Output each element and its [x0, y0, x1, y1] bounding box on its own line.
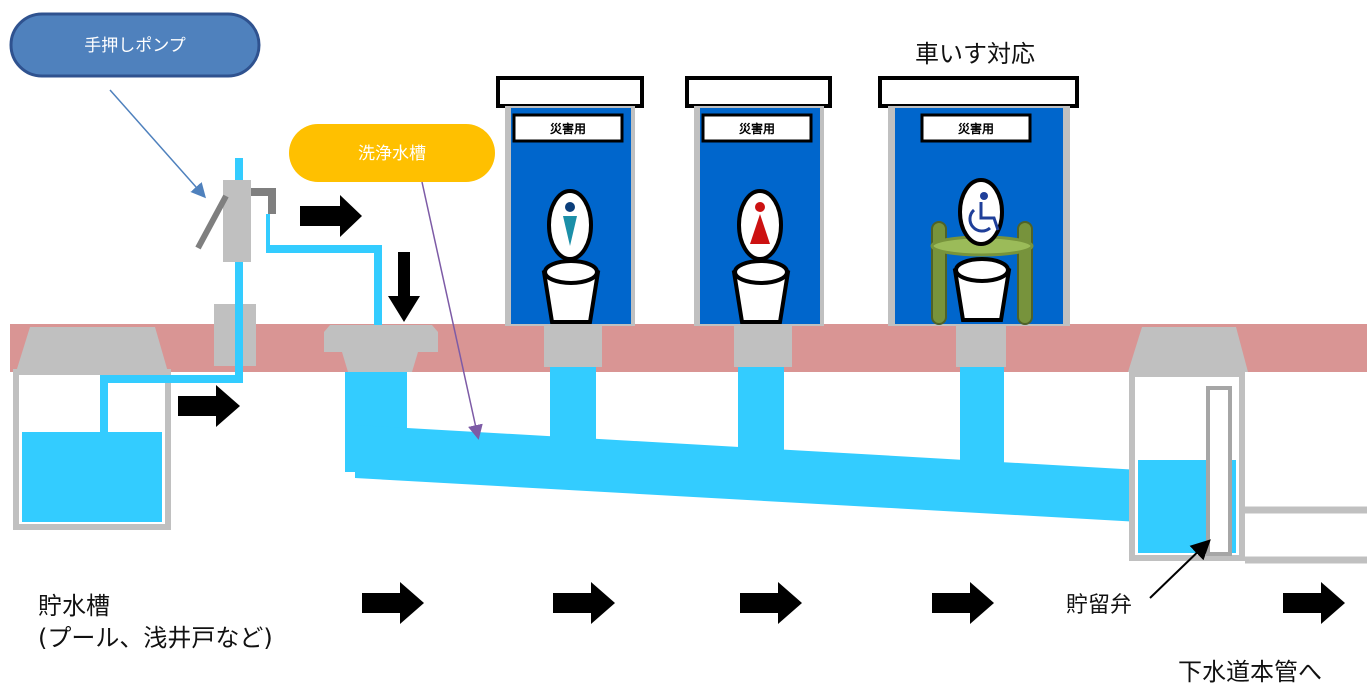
- storage-tank: [13, 327, 171, 530]
- arrow-right-icon: [740, 582, 802, 624]
- storage-tank-water: [22, 432, 162, 522]
- male-toilet-icon: [541, 189, 601, 324]
- arrow-right-icon: [362, 582, 424, 624]
- manhole: [1128, 327, 1367, 564]
- arrow-right-icon: [932, 582, 994, 624]
- booth-3-sign: 災害用: [958, 121, 994, 136]
- arrow-right-icon: [300, 195, 362, 237]
- arrow-down-icon: [388, 252, 420, 322]
- storage-tank-label-2: (プール、浅井戸など): [38, 624, 273, 652]
- hand-pump: [195, 180, 382, 325]
- storage-tank-label-1: 貯水槽: [38, 592, 110, 620]
- flush-tank-callout: 洗浄水槽: [289, 124, 495, 440]
- storage-valve-plate: [1206, 386, 1232, 556]
- drain-pipe: [355, 325, 1140, 522]
- female-toilet-icon: [731, 189, 791, 324]
- booth-2: 災害用: [685, 76, 832, 326]
- storage-valve-label: 貯留弁: [1066, 593, 1132, 618]
- pump-callout: 手押しポンプ: [9, 12, 261, 199]
- storage-valve-pointer: [1149, 539, 1211, 599]
- booth-1-sign: 災害用: [550, 121, 586, 136]
- arrow-right-icon: [178, 385, 240, 427]
- pump-label: 手押しポンプ: [84, 36, 186, 56]
- arrow-right-icon: [553, 582, 615, 624]
- booth-2-sign: 災害用: [739, 121, 775, 136]
- wheelchair-label: 車いす対応: [915, 40, 1035, 68]
- to-sewer-label: 下水道本管へ: [1178, 658, 1322, 686]
- booth-1: 災害用: [496, 76, 644, 326]
- pump-pipe: [100, 158, 256, 435]
- booth-3: 災害用: [878, 76, 1079, 326]
- wheelchair-toilet-icon: [930, 178, 1034, 325]
- arrow-right-icon: [1283, 582, 1345, 624]
- flush-tank-label: 洗浄水槽: [358, 144, 426, 164]
